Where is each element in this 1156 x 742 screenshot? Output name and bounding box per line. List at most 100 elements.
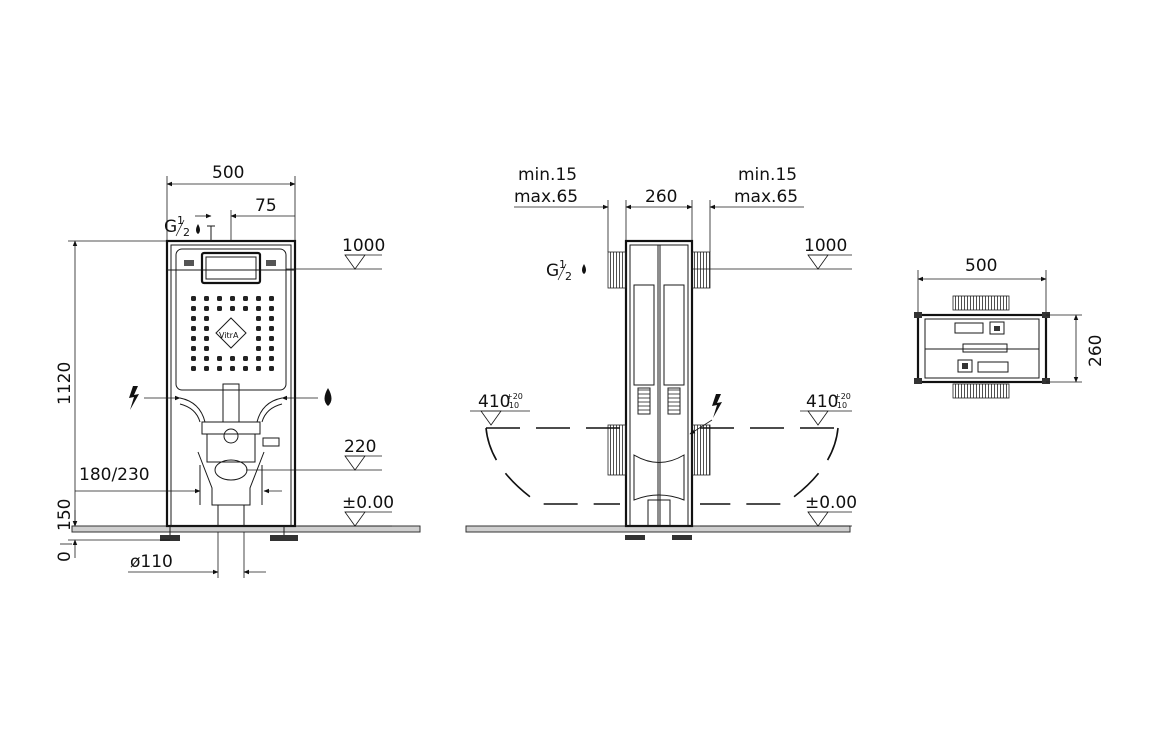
left-bowl-outline <box>485 427 620 505</box>
right-wall-block-top <box>691 251 711 289</box>
dim-front-height: 1120 <box>55 240 167 527</box>
tank-texture-dot <box>204 316 209 321</box>
tank-texture-dot <box>204 346 209 351</box>
top-depth-label: 260 <box>1086 335 1106 367</box>
front-view: VitrA 500 <box>55 163 421 578</box>
tank-texture-dot <box>204 326 209 331</box>
dim-front-base: 150 0 <box>55 499 170 562</box>
tank-texture-dot <box>256 346 261 351</box>
svg-text:2: 2 <box>183 226 190 239</box>
svg-text:410: 410 <box>478 392 510 412</box>
tank-texture-dot <box>230 366 235 371</box>
dim-front-pipe: ø110 <box>128 532 266 578</box>
side-level-floor: ±0.00 <box>700 493 857 527</box>
svg-text:max.65: max.65 <box>514 187 578 207</box>
svg-text:G: G <box>546 261 559 281</box>
svg-text:0: 0 <box>55 551 75 562</box>
water-drop-icon <box>324 388 332 406</box>
svg-text:-10: -10 <box>834 401 847 410</box>
front-level-floor: ±0.00 <box>298 493 394 527</box>
tank-texture-dot <box>256 326 261 331</box>
side-frame <box>624 239 694 540</box>
drain-offset-label: 180/230 <box>79 465 150 485</box>
svg-text:220: 220 <box>344 437 376 457</box>
front-offset-label: 75 <box>255 196 277 216</box>
front-height-label: 1120 <box>55 362 75 405</box>
side-inlet-label: G 1 2 <box>546 258 586 283</box>
right-bowl-outline <box>700 427 839 505</box>
tank-texture-dot <box>256 316 261 321</box>
tank-texture-dot <box>204 296 209 301</box>
top-width-label: 500 <box>965 256 997 276</box>
tank-texture-dot <box>243 306 248 311</box>
top-view: 500 260 <box>914 256 1106 399</box>
water-drop-icon <box>196 224 200 234</box>
svg-text:1000: 1000 <box>342 236 385 256</box>
front-level-drain: 220 <box>246 437 382 471</box>
left-wall-block-top <box>607 251 627 289</box>
tank-texture-dot <box>230 356 235 361</box>
tank-texture-dot <box>269 296 274 301</box>
dim-front-offset: 75 <box>195 196 295 241</box>
tank-texture-dot <box>204 356 209 361</box>
svg-text:-10: -10 <box>506 401 519 410</box>
tank-texture-dot <box>269 326 274 331</box>
tank-texture-dot <box>204 336 209 341</box>
flush-plate-opening <box>200 251 262 285</box>
tank-texture-dot <box>269 366 274 371</box>
tank-texture-dot <box>269 306 274 311</box>
svg-text:±0.00: ±0.00 <box>342 493 394 513</box>
tank-texture-dot <box>204 306 209 311</box>
dim-front-drain: 180/230 <box>75 465 282 494</box>
side-dims-top: min.15 max.65 260 min.15 max.65 <box>514 165 804 252</box>
right-wall-block-bottom <box>691 424 711 476</box>
front-pipes <box>179 383 283 527</box>
tank-texture-dot <box>191 356 196 361</box>
tank-texture-dot <box>269 316 274 321</box>
electric-bolt-icon <box>712 394 722 418</box>
side-level-bowl-left: 410 +20 -10 <box>470 392 530 426</box>
tank-texture-dot <box>217 356 222 361</box>
tank-texture-dot <box>269 356 274 361</box>
tank-texture-dot <box>191 336 196 341</box>
dim-front-width: 500 <box>166 163 296 241</box>
tank-texture-dot <box>256 366 261 371</box>
tank-texture-dot <box>230 296 235 301</box>
front-width-label: 500 <box>212 163 244 183</box>
tank-texture-dot <box>269 346 274 351</box>
svg-text:min.15: min.15 <box>518 165 577 185</box>
tank-texture-dot <box>191 306 196 311</box>
tank-texture-dot <box>256 336 261 341</box>
logo-text: VitrA <box>219 331 239 340</box>
tank-texture-dot <box>256 356 261 361</box>
tank-texture-dot <box>191 326 196 331</box>
front-level-top: 1000 <box>286 236 385 270</box>
tank-texture-dot <box>217 306 222 311</box>
tank-texture-dot <box>204 366 209 371</box>
tank-texture-dot <box>230 306 235 311</box>
tank-texture-dot <box>243 366 248 371</box>
svg-text:410: 410 <box>806 392 838 412</box>
svg-text:2: 2 <box>565 270 572 283</box>
electric-bolt-icon <box>129 386 139 410</box>
front-service-arrows <box>129 386 332 410</box>
tank-texture-dot <box>256 296 261 301</box>
tank-texture-dot <box>191 346 196 351</box>
svg-text:1000: 1000 <box>804 236 847 256</box>
tank-texture-dot <box>243 356 248 361</box>
pipe-diameter-label: ø110 <box>130 552 173 572</box>
tank-texture-dot <box>256 306 261 311</box>
svg-text:+20: +20 <box>834 392 851 401</box>
front-base-height: 150 <box>55 499 75 531</box>
front-tank: VitrA <box>175 248 287 391</box>
tank-texture-dot <box>191 296 196 301</box>
svg-text:max.65: max.65 <box>734 187 798 207</box>
tank-texture-dot <box>217 366 222 371</box>
water-drop-icon <box>582 264 586 274</box>
tank-texture-dot <box>269 336 274 341</box>
front-inlet-label: G 1 2 <box>164 214 200 239</box>
side-level-bowl-right: 410 +20 -10 <box>800 392 852 426</box>
side-view: min.15 max.65 260 min.15 max.65 G 1 2 10… <box>465 165 857 540</box>
svg-text:min.15: min.15 <box>738 165 797 185</box>
